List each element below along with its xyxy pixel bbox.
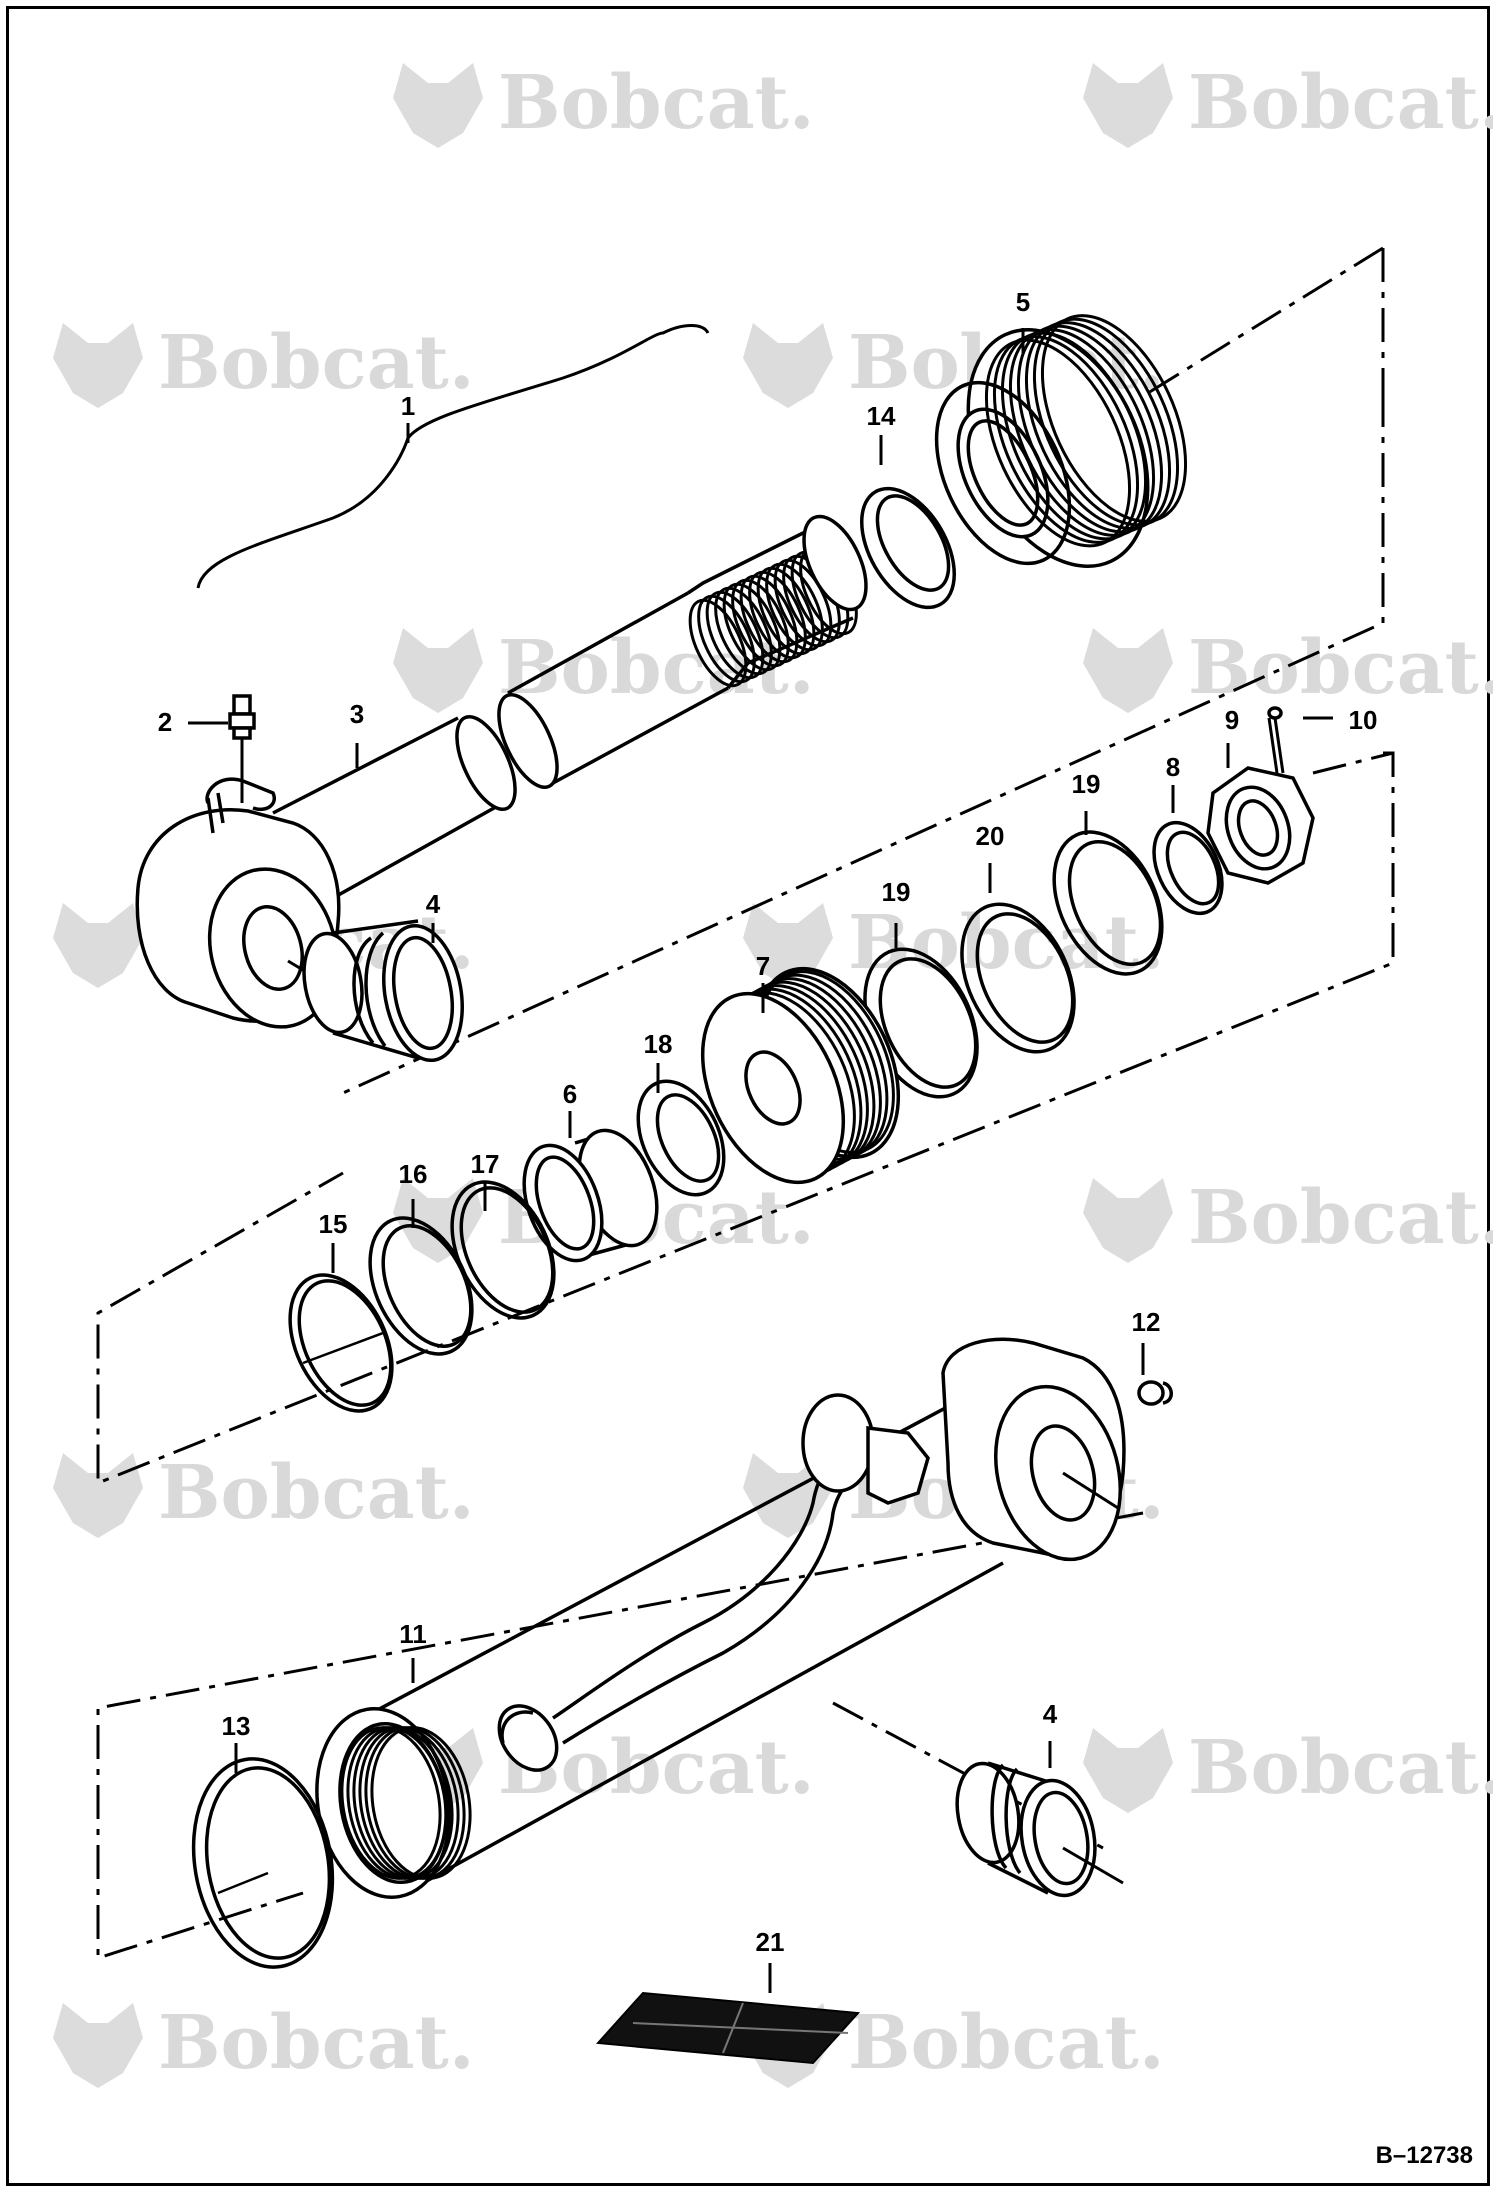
bushing-lower xyxy=(955,1761,1124,1898)
callout-19-upper: 19 xyxy=(1072,769,1101,799)
callout-4-upper: 4 xyxy=(426,889,441,919)
thread-ridge xyxy=(705,590,765,680)
thread-ridge xyxy=(697,594,756,684)
watermark-text: Bobcat. xyxy=(498,60,815,146)
callout-14: 14 xyxy=(867,401,896,431)
part-1-brace xyxy=(196,324,710,589)
watermark-text: Bobcat. xyxy=(1188,625,1493,711)
callout-3: 3 xyxy=(350,699,364,729)
watermark-text: Bobcat. xyxy=(1188,60,1493,146)
callout-1: 1 xyxy=(401,391,415,421)
exploded-parts-diagram: Bobcat. Bobcat. Bobcat. Bobcat. Bobcat. Bobca… xyxy=(53,60,1493,2169)
thread-ridge xyxy=(722,582,782,672)
callout-20: 20 xyxy=(976,821,1005,851)
callout-13: 13 xyxy=(222,1711,251,1741)
callouts: 1 2 3 4 5 6 7 8 9 10 11 12 13 14 15 16 1… xyxy=(158,287,1378,1957)
drawing-frame: Bobcat. Bobcat. Bobcat. Bobcat. Bobcat. Bobca… xyxy=(6,6,1493,2186)
callout-8: 8 xyxy=(1166,752,1180,782)
fitting-12 xyxy=(1137,1380,1173,1406)
thread-ridge xyxy=(765,562,824,652)
callout-18: 18 xyxy=(644,1029,673,1059)
leader-lines xyxy=(188,328,1333,1993)
callout-21: 21 xyxy=(756,1927,785,1957)
center-line xyxy=(302,1331,384,1365)
barrel-11 xyxy=(315,1337,1126,1899)
callout-6: 6 xyxy=(563,1079,577,1109)
watermark-logo xyxy=(1083,1178,1173,1263)
callout-12: 12 xyxy=(1132,1307,1161,1337)
thread-ridge xyxy=(739,574,799,664)
thread-ridge xyxy=(714,586,773,676)
watermark-text: Bobcat. xyxy=(158,2000,475,2086)
thread-ridge xyxy=(756,566,816,656)
callout-7: 7 xyxy=(756,951,770,981)
rod-assembly xyxy=(135,514,868,1029)
callout-15: 15 xyxy=(319,1209,348,1239)
callout-9: 9 xyxy=(1225,705,1239,735)
callout-10: 10 xyxy=(1349,705,1378,735)
ring-8 xyxy=(1152,820,1224,916)
decal-21 xyxy=(595,1991,861,2065)
ring-14 xyxy=(859,486,957,610)
gland-5 xyxy=(934,314,1188,568)
ring-13 xyxy=(191,1757,335,1969)
ring-18 xyxy=(636,1079,726,1197)
watermark-text: Bobcat. xyxy=(158,320,475,406)
callout-11: 11 xyxy=(399,1619,427,1649)
watermark-logo xyxy=(393,63,483,148)
grease-fitting xyxy=(228,694,256,803)
watermark-logo xyxy=(1083,1728,1173,1813)
watermark-text: Bobcat. xyxy=(848,2000,1165,2086)
cotter-pin-10 xyxy=(1267,706,1285,774)
watermark-logo xyxy=(53,903,143,988)
callout-5: 5 xyxy=(1016,287,1030,317)
piston-7 xyxy=(700,966,901,1185)
callout-19-lower: 19 xyxy=(882,877,911,907)
watermark-text: Bobcat. xyxy=(1188,1175,1493,1261)
watermark-text: Bobcat. xyxy=(158,1450,475,1536)
ring-20 xyxy=(960,902,1076,1054)
thread-ridge xyxy=(1040,314,1188,523)
reference-code: B–12738 xyxy=(1376,2142,1473,2169)
callout-4-lower: 4 xyxy=(1043,1699,1058,1729)
thread-ridge xyxy=(370,1726,472,1880)
ring-15 xyxy=(288,1273,394,1413)
thread-ridge xyxy=(731,578,790,668)
thread-ridge xyxy=(688,598,748,688)
watermark-logo xyxy=(53,2003,143,2088)
nut-9 xyxy=(1206,766,1315,885)
watermark-logo xyxy=(1083,628,1173,713)
callout-17: 17 xyxy=(471,1149,500,1179)
callout-16: 16 xyxy=(399,1159,428,1189)
ring-16 xyxy=(368,1216,474,1356)
watermark-logo xyxy=(53,323,143,408)
watermark-logo xyxy=(1083,63,1173,148)
callout-2: 2 xyxy=(158,707,172,737)
watermark-logo xyxy=(393,1178,483,1263)
thread-ridge xyxy=(748,570,807,660)
watermark-logo xyxy=(743,323,833,408)
ring-19-upper xyxy=(1052,830,1164,976)
watermark-text: Bobcat. xyxy=(1188,1725,1493,1811)
bushing-upper xyxy=(302,919,464,1063)
watermark-logo xyxy=(743,903,833,988)
watermark-logo xyxy=(393,628,483,713)
